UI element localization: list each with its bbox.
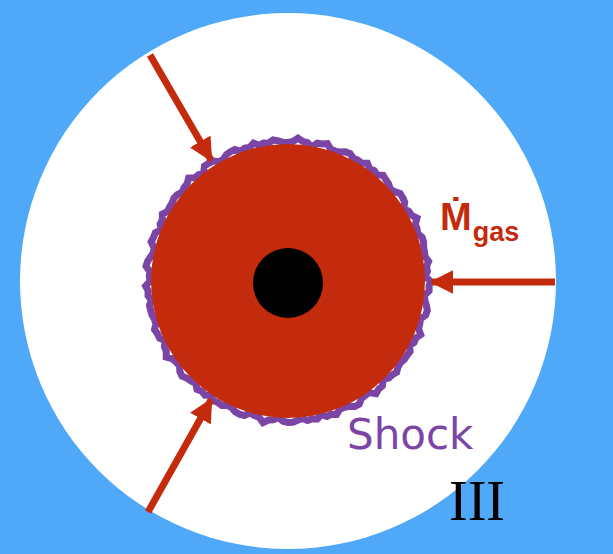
panel-number: III — [449, 473, 505, 529]
mdot-subscript: gas — [473, 219, 520, 246]
black-hole — [253, 248, 323, 318]
shock-label: Shock — [347, 414, 473, 456]
inflow-arrow — [148, 400, 211, 512]
outer-region — [20, 13, 556, 549]
mdot-symbol: Ṁ — [440, 198, 472, 236]
shock-front — [146, 138, 430, 422]
inflow-arrow — [150, 55, 211, 160]
inflow-arrow — [432, 279, 555, 286]
shocked-gas-region — [151, 144, 425, 418]
